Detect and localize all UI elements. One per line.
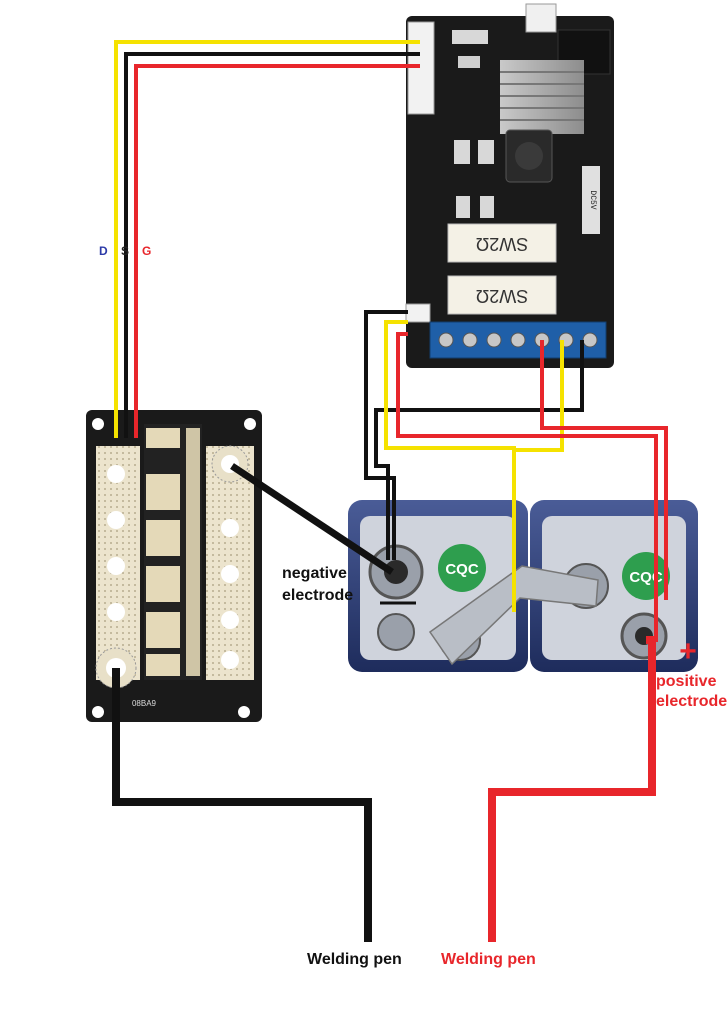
wire-board-yellow-a xyxy=(384,320,516,612)
wire-board-black-a xyxy=(364,310,408,560)
resistor-1-label: SW2Ω xyxy=(476,234,528,254)
pcb-label: 08BA9 xyxy=(132,699,157,708)
wire-g-red xyxy=(134,64,420,438)
wire-legend: D S G xyxy=(99,244,151,258)
aux-connector xyxy=(405,303,431,323)
wire-d-yellow xyxy=(114,40,420,438)
negative-electrode-label-line1: negative xyxy=(282,565,347,582)
control-board: DC5V SW2Ω SW2Ω xyxy=(405,3,614,368)
welding-pen-black-label: Welding pen xyxy=(307,951,402,968)
weld-pcb: 08BA9 xyxy=(86,410,262,722)
wire-welding-pen-black xyxy=(112,668,372,942)
wire-board-black-b xyxy=(374,340,584,560)
wire-board-red-b xyxy=(540,340,668,600)
wire-welding-pen-red xyxy=(488,636,656,942)
positive-electrode-label-line2: electrode xyxy=(656,693,728,710)
legend-s: S xyxy=(121,244,129,258)
board-side-label: DC5V xyxy=(588,190,597,209)
legend-g: G xyxy=(142,244,151,258)
positive-electrode-label-line1: positive xyxy=(656,673,717,690)
wire-board-yellow-b xyxy=(516,340,564,452)
jst-connector-top xyxy=(525,3,557,33)
capacitor-left-brand: CQC xyxy=(445,561,479,578)
negative-electrode-label-line2: electrode xyxy=(282,587,354,604)
wires xyxy=(112,40,668,942)
terminal-block xyxy=(429,321,607,359)
resistor-2-label: SW2Ω xyxy=(476,286,528,306)
busbar-link xyxy=(428,565,599,666)
heatsink xyxy=(500,60,584,134)
welding-pen-red-label: Welding pen xyxy=(441,951,536,968)
legend-d: D xyxy=(99,244,108,258)
power-resistor-1: SW2Ω xyxy=(447,223,557,263)
wire-s-black xyxy=(124,52,420,438)
power-resistor-2: SW2Ω xyxy=(447,275,557,315)
positive-sign: + xyxy=(679,635,697,668)
capacitor-left-badge xyxy=(438,544,486,592)
wire-pcb-to-negative xyxy=(230,463,394,575)
